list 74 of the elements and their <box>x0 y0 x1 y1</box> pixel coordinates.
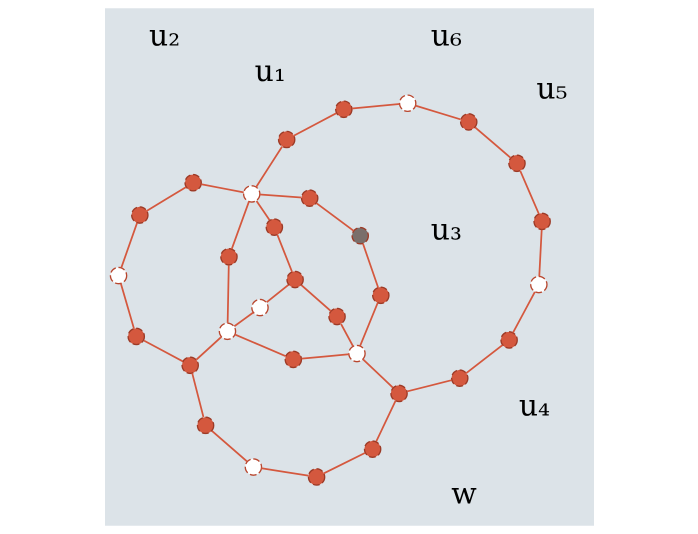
connector <box>362 358 393 388</box>
connector <box>195 336 222 360</box>
connector <box>351 103 399 110</box>
node-circle <box>286 270 304 288</box>
node-circle <box>244 458 262 476</box>
connector <box>230 201 250 250</box>
connector <box>254 146 282 188</box>
node-circle <box>307 468 325 486</box>
connector <box>120 283 134 329</box>
node-circle <box>220 248 238 266</box>
connector <box>143 340 183 362</box>
node-circle <box>242 185 260 203</box>
connector <box>210 430 248 462</box>
node-circle <box>265 218 283 236</box>
node-circle <box>184 174 202 192</box>
connector <box>323 452 365 474</box>
connector <box>255 200 270 221</box>
connector <box>300 284 331 312</box>
connector <box>358 302 378 346</box>
node-circle <box>459 113 478 131</box>
connector <box>414 104 460 120</box>
connector <box>362 243 378 288</box>
label: u₁ <box>254 54 286 89</box>
connector <box>190 372 204 418</box>
node-circle <box>363 440 381 458</box>
node-circle <box>500 331 518 349</box>
connector <box>260 467 308 477</box>
node-circle <box>372 286 390 304</box>
label: u₂ <box>148 18 180 54</box>
connector <box>465 344 503 374</box>
connector <box>293 112 336 136</box>
label: u₄ <box>518 388 550 424</box>
node-circle <box>532 212 550 230</box>
connector <box>340 324 354 346</box>
label: u₃ <box>430 212 462 248</box>
node-circle <box>328 308 346 326</box>
connector <box>226 265 230 323</box>
node-circle <box>334 100 352 118</box>
connector <box>315 202 354 232</box>
node-circle <box>250 298 268 316</box>
node-circle <box>126 328 145 346</box>
connector <box>146 186 186 212</box>
connector <box>233 312 254 327</box>
label: w <box>450 476 476 512</box>
label: u₅ <box>536 71 568 106</box>
connector <box>374 400 396 442</box>
node-circle <box>196 416 214 434</box>
connector <box>538 230 542 276</box>
node-circle <box>450 369 468 387</box>
node-circle <box>390 384 408 402</box>
node-circle <box>530 276 548 294</box>
connector <box>512 292 536 334</box>
node-circle <box>284 350 302 368</box>
connector <box>266 284 288 303</box>
node-circle <box>130 206 148 224</box>
node-circle <box>218 322 236 340</box>
connector <box>301 353 348 360</box>
connector <box>200 183 244 194</box>
connector <box>234 334 286 357</box>
connector <box>276 234 292 272</box>
connector <box>406 379 452 392</box>
node-circle <box>508 154 526 172</box>
node-circle <box>180 356 198 374</box>
node-circle <box>348 344 366 362</box>
node-circle <box>277 130 295 148</box>
node-circle <box>109 266 127 284</box>
connector <box>474 126 511 159</box>
node-circle <box>300 189 318 207</box>
connector <box>120 222 138 268</box>
connector <box>519 170 540 214</box>
connector <box>259 194 301 198</box>
label: u₆ <box>430 18 462 54</box>
node-circle <box>398 94 416 112</box>
node-circle <box>350 226 369 245</box>
